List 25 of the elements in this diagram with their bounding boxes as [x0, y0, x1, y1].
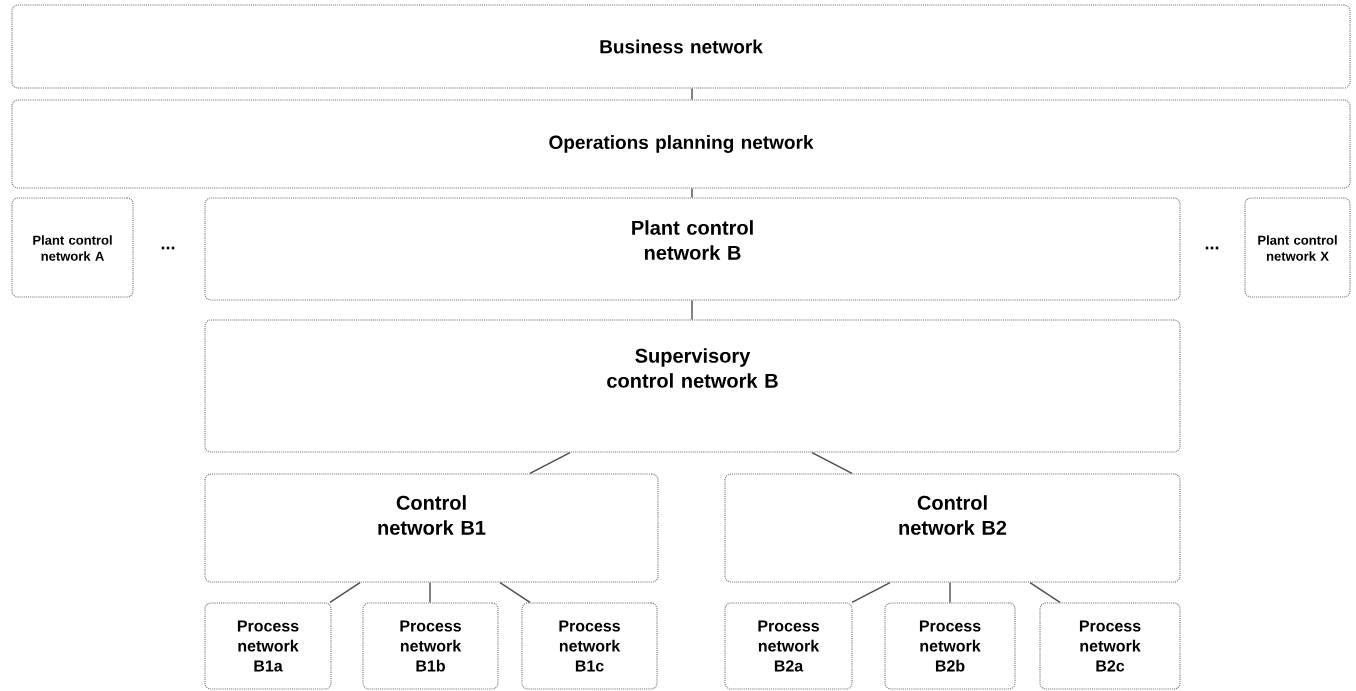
process-box: Process network B2b: [884, 602, 1016, 690]
network-box: Plant control network B: [204, 197, 1181, 301]
process-box: Process network B2c: [1039, 602, 1181, 690]
connector-line: [949, 581, 951, 604]
ellipsis: ...: [1205, 246, 1219, 250]
network-box: Control network B1: [204, 473, 659, 583]
connector-line: [429, 581, 431, 604]
network-box: Business network: [11, 4, 1351, 89]
network-box: Operations planning network: [11, 99, 1351, 189]
connector-line: [851, 581, 891, 604]
connector-line: [329, 581, 361, 604]
process-box: Process network B2a: [724, 602, 853, 690]
ellipsis: ...: [161, 246, 175, 250]
process-box: Process network B1c: [521, 602, 658, 690]
connector-line: [691, 87, 693, 101]
network-box: Control network B2: [724, 473, 1181, 583]
process-box: Process network B1b: [362, 602, 499, 690]
network-box: Plant control network X: [1244, 197, 1351, 298]
connector-line: [691, 299, 693, 321]
connector-line: [691, 187, 693, 199]
network-box: Supervisory control network B: [204, 319, 1181, 453]
network-box: Plant control network A: [11, 197, 134, 298]
connector-line: [1029, 581, 1061, 604]
process-box: Process network B1a: [204, 602, 332, 690]
connector-line: [499, 581, 531, 604]
